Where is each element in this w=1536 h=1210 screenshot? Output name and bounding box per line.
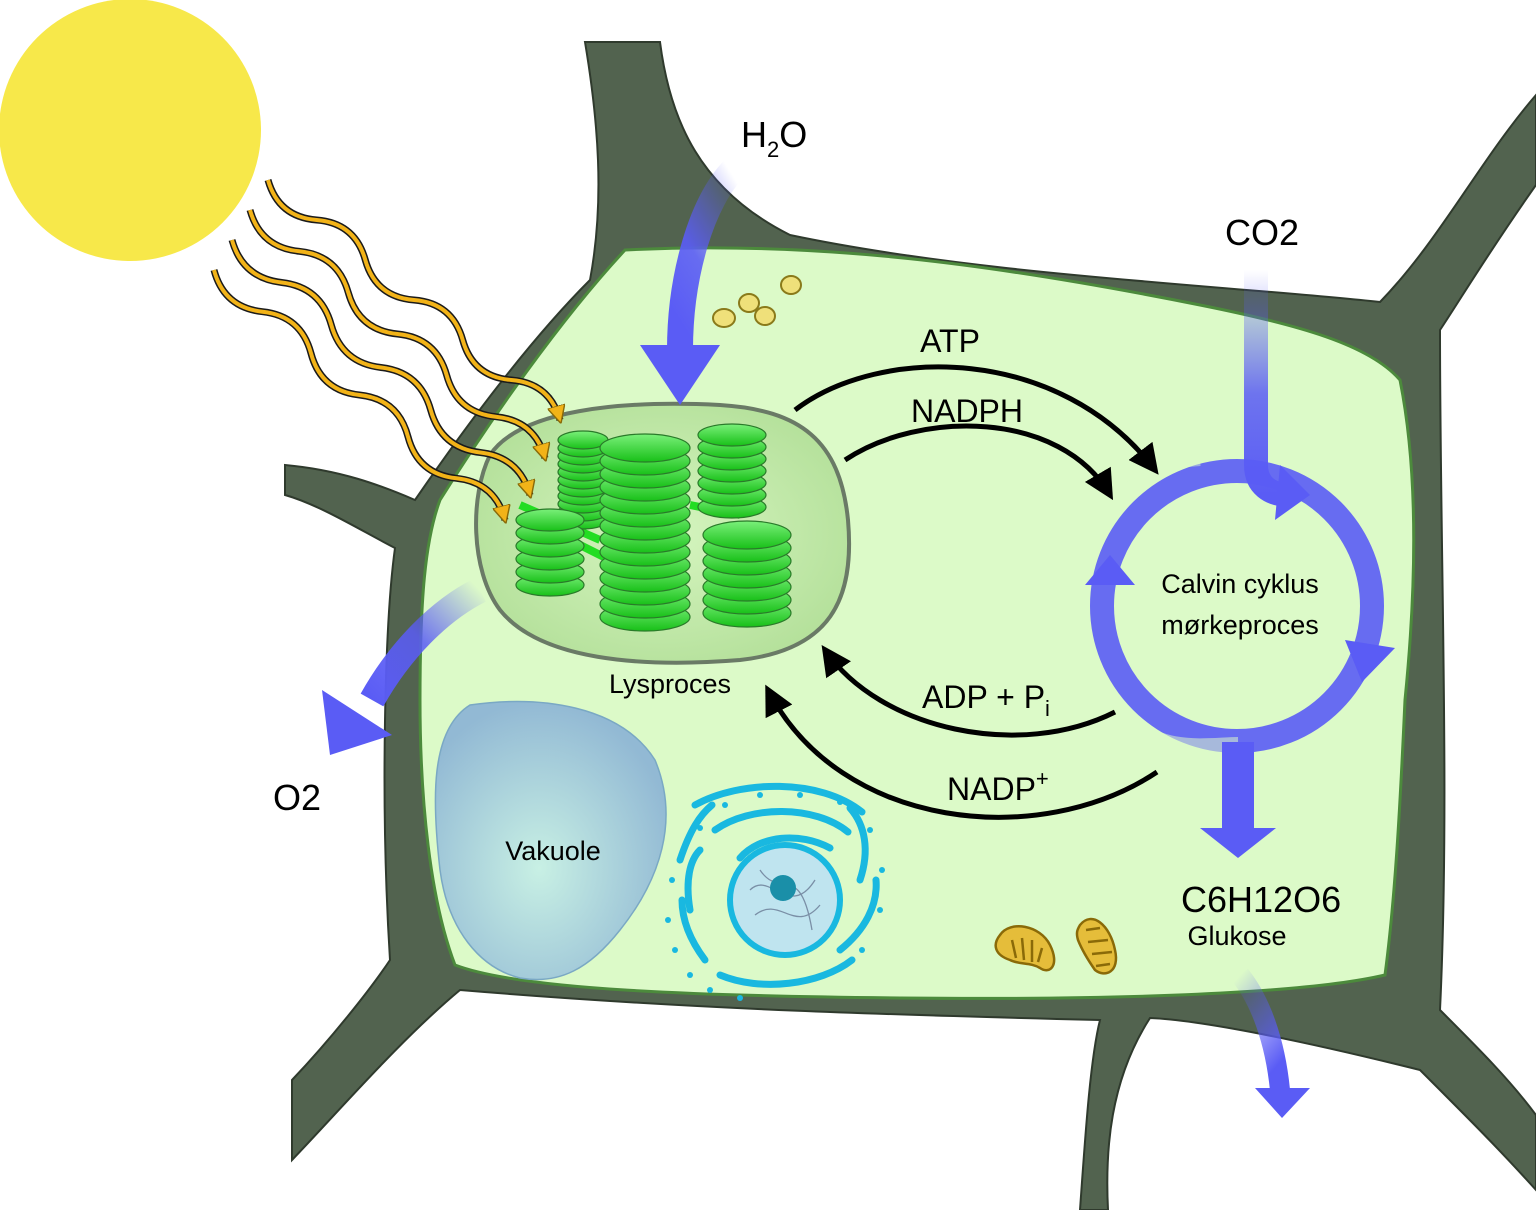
chloroplast <box>474 401 852 665</box>
o2-outflow-arrow <box>322 578 487 755</box>
sun <box>0 0 261 261</box>
nadph-arrow <box>843 423 1114 501</box>
h2o-inflow-arrow <box>640 155 748 405</box>
light-ray <box>266 179 560 420</box>
adp-label: ADP + Pi <box>922 679 1050 721</box>
atp-arrow <box>793 364 1159 475</box>
thylakoid-disc <box>697 423 767 447</box>
thylakoid-disc <box>702 520 792 550</box>
light-process-label: Lysproces <box>609 669 731 699</box>
nucleus <box>665 782 885 1001</box>
light-rays <box>210 178 560 520</box>
glucose-name: Glukose <box>1187 921 1286 951</box>
nadp-arrow <box>765 684 1159 820</box>
atp-label: ATP <box>920 323 980 359</box>
granum-stack <box>557 430 609 530</box>
vacuole-label: Vakuole <box>505 836 601 866</box>
calvin-label-line2: mørkeproces <box>1161 610 1319 640</box>
nadp-label: NADP+ <box>947 766 1049 807</box>
nadph-label: NADPH <box>911 393 1023 429</box>
light-ray <box>212 269 505 520</box>
calvin-label-line1: Calvin cyklus <box>1161 569 1319 599</box>
granum-stack <box>599 433 691 632</box>
vacuole <box>434 700 667 981</box>
process-arrows <box>765 364 1159 820</box>
mitochondria <box>994 917 1118 975</box>
light-ray <box>230 239 530 495</box>
light-ray <box>248 209 545 458</box>
thylakoid-disc <box>599 433 691 463</box>
glucose-export-arrow <box>1232 968 1310 1118</box>
granum-stack <box>702 520 792 628</box>
glucose-outflow-arrow <box>1200 742 1276 858</box>
glucose-formula: C6H12O6 <box>1181 879 1341 920</box>
o2-label: O2 <box>273 777 321 818</box>
adp-arrow <box>821 645 1117 738</box>
co2-label: CO2 <box>1225 212 1299 253</box>
h2o-label: H2O <box>741 114 807 162</box>
starch-granules <box>712 275 802 328</box>
granum-stack <box>697 423 767 519</box>
granum-stack <box>515 508 585 597</box>
thylakoid-disc <box>515 508 585 532</box>
